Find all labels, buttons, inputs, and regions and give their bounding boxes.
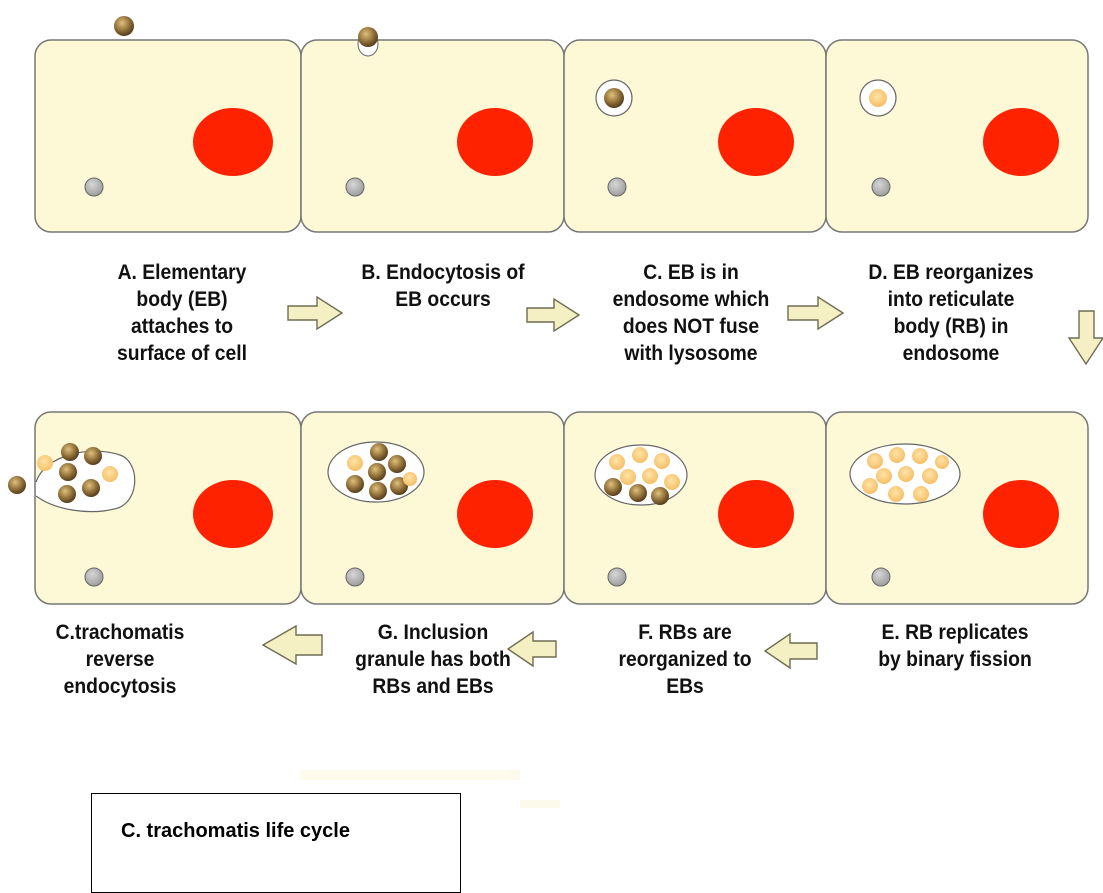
- reticulate-body: [664, 474, 680, 490]
- elementary-body: [358, 27, 378, 47]
- reticulate-body: [632, 447, 648, 463]
- elementary-body: [58, 485, 76, 503]
- elementary-body: [346, 475, 364, 493]
- elementary-body: [629, 484, 647, 502]
- granule: [608, 178, 626, 196]
- arrow-right-3: [788, 297, 843, 329]
- granule: [346, 568, 364, 586]
- elementary-body: [370, 443, 388, 461]
- released-elementary-body: [8, 476, 26, 494]
- granule: [346, 178, 364, 196]
- caption-release: C.trachomatis reverse endocytosis: [22, 619, 217, 700]
- nucleus: [983, 480, 1059, 548]
- cell-F: [564, 412, 826, 604]
- reticulate-body: [912, 448, 928, 464]
- cell-G: [301, 412, 564, 604]
- reticulate-body: [609, 454, 625, 470]
- nucleus: [718, 108, 794, 176]
- reticulate-body: [403, 472, 417, 486]
- elementary-body: [84, 447, 102, 465]
- reticulate-body: [642, 468, 658, 484]
- caption-box: C. trachomatis life cycle: [91, 793, 461, 893]
- elementary-body: [388, 455, 406, 473]
- cell-D: [826, 40, 1088, 232]
- elementary-body: [604, 478, 622, 496]
- elementary-body: [82, 479, 100, 497]
- elementary-body: [651, 487, 669, 505]
- reticulate-body: [37, 455, 53, 471]
- reticulate-body: [869, 89, 887, 107]
- granule: [85, 178, 103, 196]
- caption-A: A. Elementary body (EB) attaches to surf…: [72, 259, 293, 367]
- reticulate-body: [347, 455, 363, 471]
- granule: [872, 568, 890, 586]
- caption-D: D. EB reorganizes into reticulate body (…: [847, 259, 1055, 367]
- caption-box-text: C. trachomatis life cycle: [121, 820, 350, 843]
- elementary-body: [61, 443, 79, 461]
- cell-C: [564, 40, 826, 232]
- caption-F: F. RBs are reorganized to EBs: [588, 619, 781, 700]
- reticulate-body: [102, 466, 118, 482]
- arrow-right-1: [288, 297, 342, 329]
- elementary-body: [368, 463, 386, 481]
- granule: [85, 568, 103, 586]
- arrow-down: [1069, 311, 1103, 364]
- nucleus: [457, 480, 533, 548]
- caption-G: G. Inclusion granule has both RBs and EB…: [329, 619, 537, 700]
- elementary-body: [59, 463, 77, 481]
- reticulate-body: [654, 453, 670, 469]
- cell-release: [8, 412, 301, 604]
- reticulate-body: [620, 469, 636, 485]
- reticulate-body: [922, 468, 938, 484]
- caption-C: C. EB is in endosome which does NOT fuse…: [587, 259, 795, 367]
- reticulate-body: [888, 486, 904, 502]
- elementary-body: [369, 482, 387, 500]
- arrow-left-3: [263, 626, 322, 664]
- nucleus: [193, 108, 273, 176]
- reticulate-body: [889, 447, 905, 463]
- cell-A: [35, 16, 301, 232]
- caption-E: E. RB replicates by binary fission: [849, 619, 1061, 673]
- cell-B: [301, 27, 564, 232]
- nucleus: [718, 480, 794, 548]
- reticulate-body: [876, 468, 892, 484]
- reticulate-body: [935, 455, 949, 469]
- nucleus: [193, 480, 273, 548]
- elementary-body: [114, 16, 134, 36]
- granule: [872, 178, 890, 196]
- reticulate-body: [867, 453, 883, 469]
- reticulate-body: [898, 466, 914, 482]
- reticulate-body: [913, 486, 929, 502]
- elementary-body: [604, 88, 624, 108]
- nucleus: [457, 108, 533, 176]
- reticulate-body: [862, 478, 878, 494]
- caption-B: B. Endocytosis of EB occurs: [337, 259, 549, 313]
- cell-E: [826, 412, 1088, 604]
- granule: [608, 568, 626, 586]
- nucleus: [983, 108, 1059, 176]
